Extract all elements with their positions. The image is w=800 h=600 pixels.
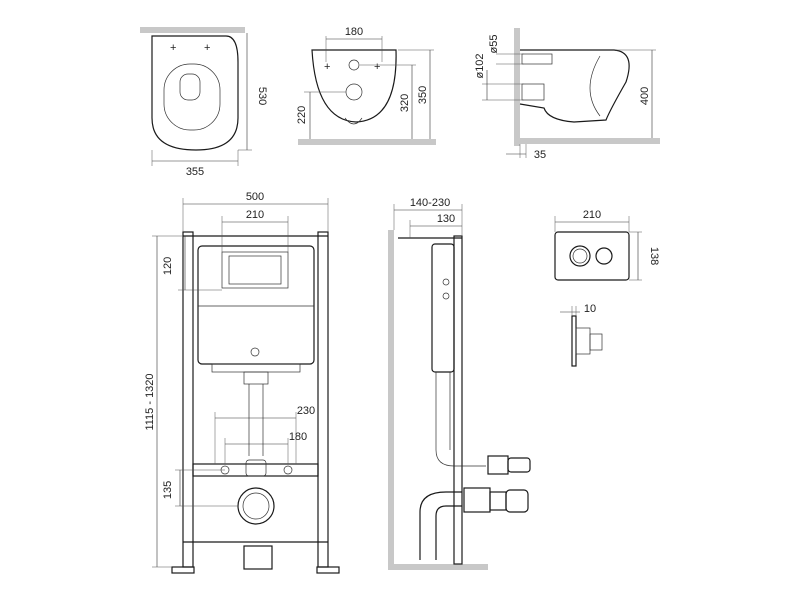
- spacing-180-label: 180: [289, 431, 307, 443]
- frame-width-500-label: 500: [246, 191, 264, 203]
- spacing-230-label: 230: [297, 405, 315, 417]
- frame-side-view: 140-230 130: [388, 197, 531, 570]
- svg-text:+: +: [374, 61, 380, 73]
- diameter-102-label: ø102: [474, 53, 486, 78]
- flush-plate-front: 210 138: [554, 209, 660, 281]
- bowl-depth-label: 530: [256, 87, 268, 105]
- flush-plate-side: 10: [560, 303, 603, 367]
- bowl-front-view: + + 180 220 320 350: [296, 26, 436, 145]
- plate-thickness-label: 10: [584, 303, 596, 315]
- frame-height-135-label: 135: [162, 481, 174, 499]
- depth-range-label: 140-230: [410, 197, 450, 209]
- hole-spacing-label: 180: [345, 26, 363, 38]
- bowl-top-view: + + 530 355: [140, 27, 268, 178]
- depth-130-label: 130: [437, 213, 455, 225]
- offset-35-label: 35: [534, 149, 546, 161]
- frame-height-range-label: 1115 - 1320: [144, 373, 156, 430]
- plate-height-label: 138: [648, 247, 660, 265]
- frame-height-120-label: 120: [162, 257, 174, 275]
- height-220-label: 220: [296, 106, 308, 124]
- bowl-width-label: 355: [186, 166, 204, 178]
- frame-front-view: 500 210 120 1115 - 1320 230 180 135: [144, 191, 340, 574]
- svg-text:+: +: [204, 42, 210, 54]
- plate-width-label: 210: [583, 209, 601, 221]
- frame-width-210-label: 210: [246, 209, 264, 221]
- height-320-label: 320: [399, 94, 411, 112]
- bowl-side-view: ø55 ø102 400 35: [474, 28, 660, 161]
- svg-text:+: +: [324, 61, 330, 73]
- diameter-55-label: ø55: [488, 35, 500, 54]
- height-400-label: 400: [639, 87, 651, 105]
- svg-text:+: +: [170, 42, 176, 54]
- height-350-label: 350: [417, 86, 429, 104]
